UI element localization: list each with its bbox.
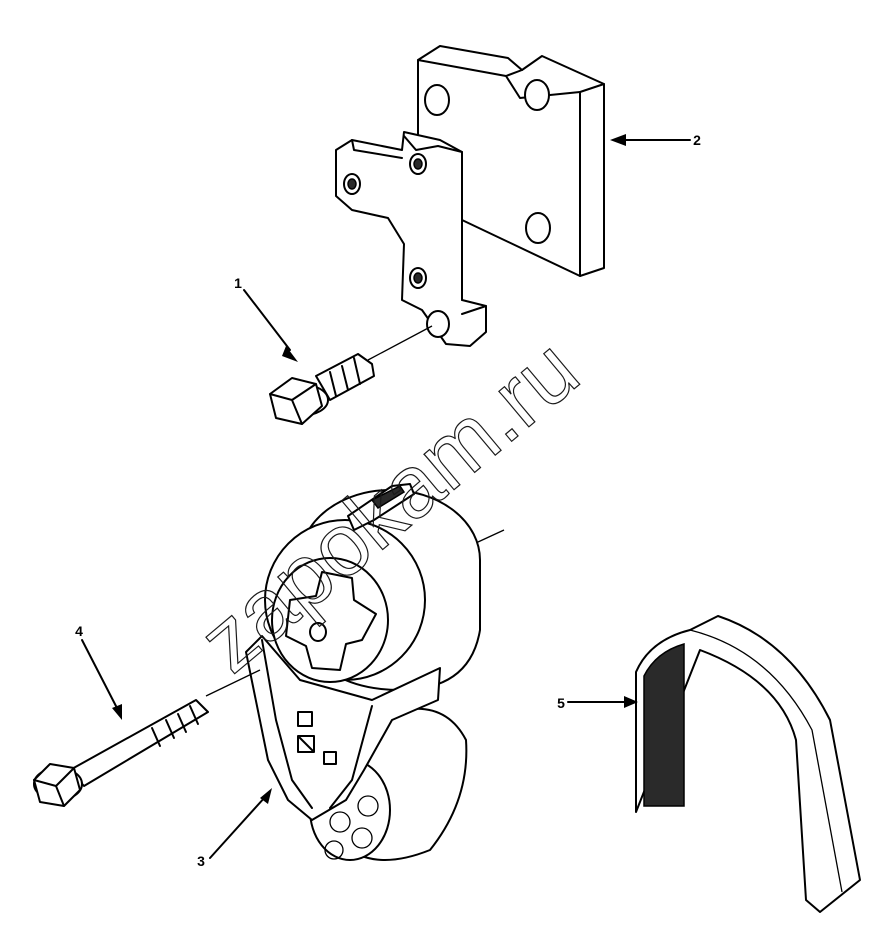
callout-2: 2: [693, 132, 701, 148]
drive-belt: [635, 615, 861, 913]
long-bolt: [33, 669, 261, 807]
callout-3: 3: [197, 853, 205, 869]
callout-1: 1: [234, 275, 242, 291]
leader-lines: [81, 134, 691, 859]
callout-4: 4: [75, 623, 83, 639]
belt-tensioner: [245, 483, 505, 861]
mounting-bracket: [335, 45, 605, 347]
callout-5: 5: [557, 695, 565, 711]
short-bolt: [269, 325, 433, 425]
